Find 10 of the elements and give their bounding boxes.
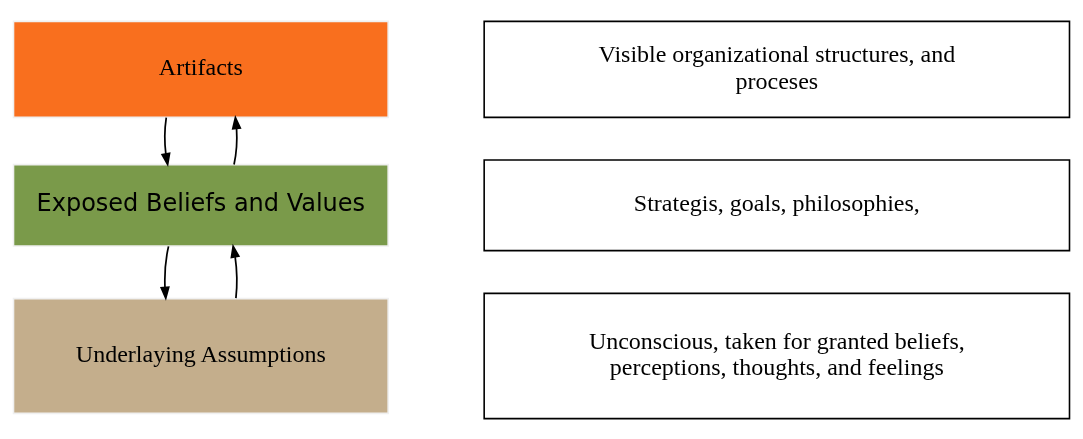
arrow: [230, 243, 241, 299]
arrow: [160, 116, 171, 167]
node-box: Exposed Beliefs and Values: [12, 163, 389, 247]
arrow: [159, 244, 170, 301]
node-box: Underlaying Assumptions: [12, 297, 389, 414]
node-box: Artifacts: [12, 20, 389, 118]
arrow: [231, 114, 242, 165]
node-box: Unconscious, taken for granted beliefs, perceptions, thoughts, and feelings: [483, 292, 1071, 419]
node-box: Strategis, goals, philosophies,: [483, 158, 1071, 251]
node-box: Visible organizational structures, and proceses: [483, 20, 1071, 118]
